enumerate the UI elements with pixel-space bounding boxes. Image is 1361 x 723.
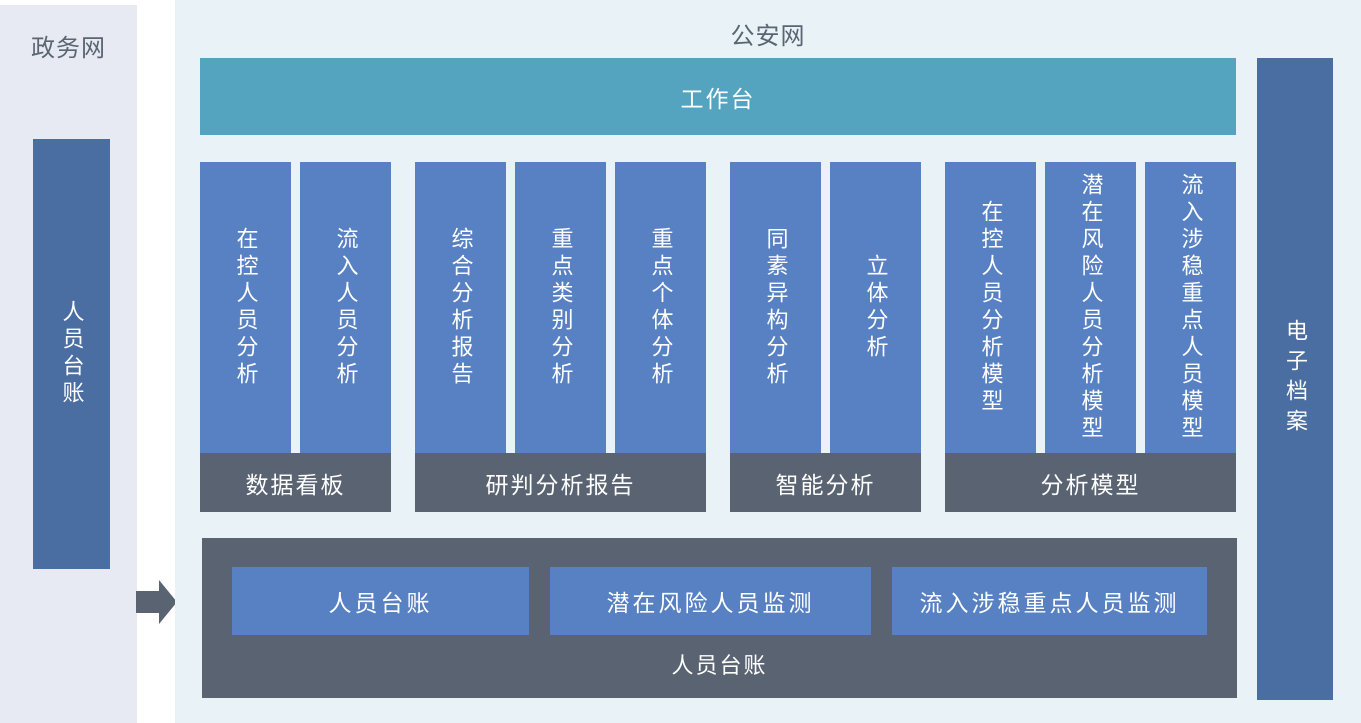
- electronic-archive-bar: 电子档案: [1257, 58, 1333, 700]
- workbench-bar: 工作台: [200, 58, 1236, 135]
- group-smart-analysis: 同素异构分析 立体分析 智能分析: [730, 162, 921, 512]
- police-network-title: 公安网: [730, 23, 806, 50]
- module-bar: 流入人员分析: [300, 162, 391, 453]
- module-bar: 流入涉稳重点人员模型: [1145, 162, 1236, 453]
- module-columns: 在控人员分析 流入人员分析 数据看板 综合分析报告 重点类别分析 重点个体分析 …: [200, 162, 1236, 512]
- ledger-block: 人员台账: [232, 567, 529, 635]
- module-bar: 重点类别分析: [515, 162, 606, 453]
- electronic-archive-label: 电子档案: [1283, 319, 1308, 439]
- group-analysis-report: 综合分析报告 重点类别分析 重点个体分析 研判分析报告: [415, 162, 706, 512]
- module-bar: 综合分析报告: [415, 162, 506, 453]
- group-data-dashboard: 在控人员分析 流入人员分析 数据看板: [200, 162, 391, 512]
- risk-monitor-block: 潜在风险人员监测: [550, 567, 871, 635]
- police-network-panel: 公安网 工作台 在控人员分析 流入人员分析 数据看板 综合分析报告 重点类别分: [175, 0, 1361, 723]
- group-analysis-models: 在控人员分析模型 潜在风险人员分析模型 流入涉稳重点人员模型 分析模型: [945, 162, 1236, 512]
- module-bar: 潜在风险人员分析模型: [1045, 162, 1136, 453]
- group-label: 研判分析报告: [415, 453, 706, 512]
- personnel-ledger-source-label: 人员台账: [59, 300, 85, 408]
- personnel-ledger-panel: 人员台账 潜在风险人员监测 流入涉稳重点人员监测 人员台账: [202, 538, 1237, 698]
- module-bar: 在控人员分析模型: [945, 162, 1036, 453]
- group-label: 数据看板: [200, 453, 391, 512]
- gov-network-title: 政务网: [31, 35, 106, 62]
- personnel-ledger-source-bar: 人员台账: [33, 139, 110, 569]
- module-bar: 立体分析: [830, 162, 921, 453]
- module-bar: 重点个体分析: [615, 162, 706, 453]
- gov-network-panel: 政务网 人员台账: [0, 5, 137, 723]
- inflow-monitor-block: 流入涉稳重点人员监测: [892, 567, 1207, 635]
- module-bar: 同素异构分析: [730, 162, 821, 453]
- flow-arrow-icon: [136, 580, 177, 624]
- module-bar: 在控人员分析: [200, 162, 291, 453]
- group-label: 分析模型: [945, 453, 1236, 512]
- personnel-ledger-panel-label: 人员台账: [671, 653, 768, 678]
- ledger-buttons-row: 人员台账 潜在风险人员监测 流入涉稳重点人员监测: [202, 567, 1237, 635]
- group-label: 智能分析: [730, 453, 921, 512]
